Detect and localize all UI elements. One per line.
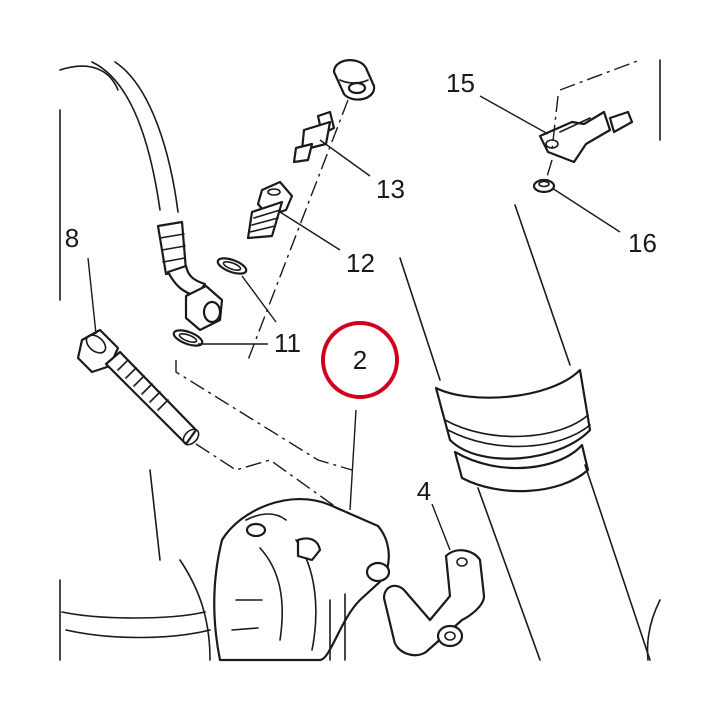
callout-2: 2 <box>353 345 367 375</box>
leader-lines <box>87 95 621 551</box>
assembly-axis-lines <box>175 59 641 511</box>
clip-washer <box>532 178 556 194</box>
callout-13: 13 <box>376 174 405 204</box>
bleed-cap <box>332 59 376 101</box>
caliper-bracket <box>382 549 486 657</box>
callout-16: 16 <box>628 228 657 258</box>
right-fork-tube <box>399 59 661 661</box>
brake-hose <box>91 61 207 298</box>
caliper-mounting-bolt <box>76 328 200 446</box>
callout-15: 15 <box>446 68 475 98</box>
callout-12: 12 <box>346 248 375 278</box>
callout-8: 8 <box>65 223 79 253</box>
sealing-washers <box>172 257 248 347</box>
callout-11: 11 <box>274 328 301 358</box>
callout-4: 4 <box>417 476 431 506</box>
bleed-valve <box>292 110 336 164</box>
left-fork-tube <box>59 65 211 661</box>
hose-clip <box>538 110 634 164</box>
banjo-fitting <box>184 284 224 332</box>
highlight-circle <box>321 321 399 399</box>
brake-caliper <box>213 497 391 662</box>
banjo-bolt <box>246 180 294 240</box>
